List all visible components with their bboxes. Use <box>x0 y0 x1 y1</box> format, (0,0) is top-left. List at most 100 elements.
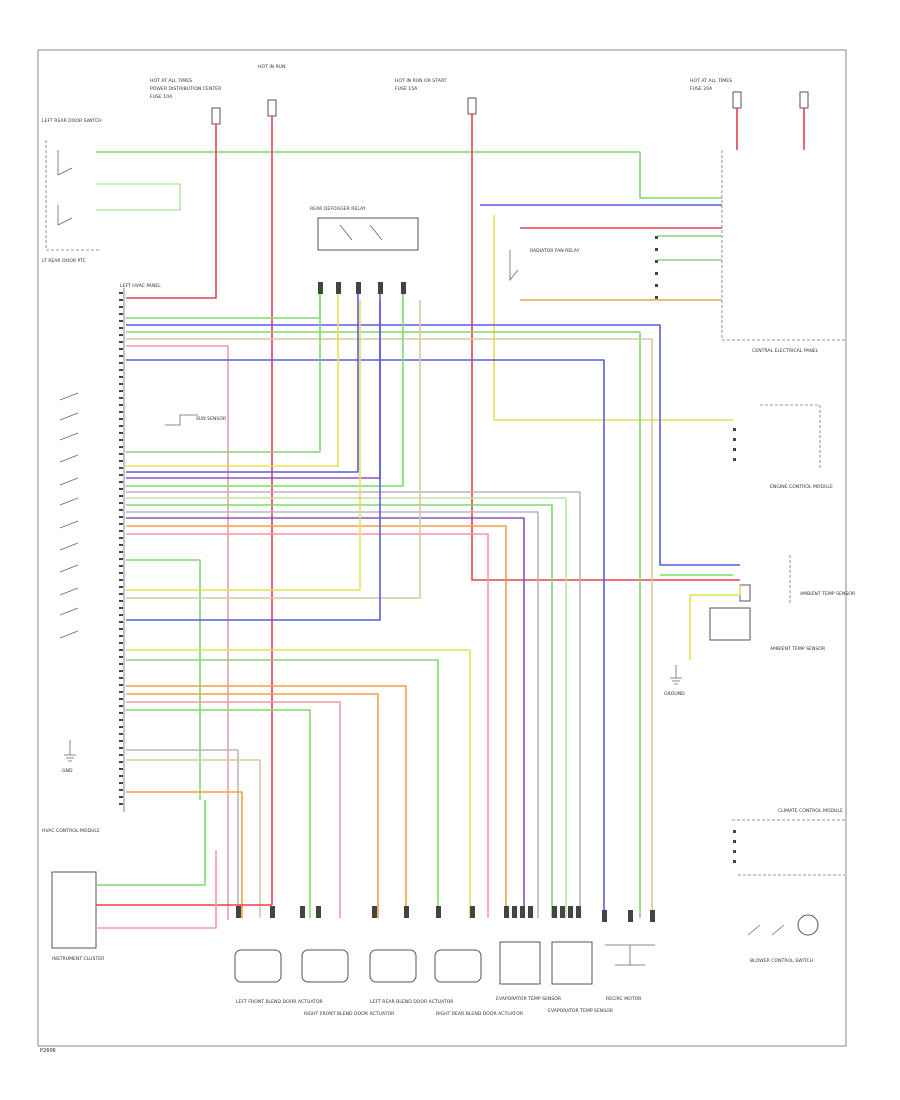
wire-door-switch-green <box>96 151 722 199</box>
connector-plug <box>512 906 517 918</box>
label-hot-at-all-times-1: HOT AT ALL TIMES <box>150 78 192 84</box>
hvac-pin <box>119 775 123 777</box>
label-lt-rear-door-ptc: LT REAR DOOR PTC <box>42 258 86 264</box>
power-source-2: HOT IN RUN <box>258 64 286 117</box>
hvac-pin <box>119 635 123 637</box>
wire-ambient-yellow <box>689 585 741 660</box>
label-lr-blend-door: LEFT REAR BLEND DOOR ACTUATOR <box>370 999 454 1005</box>
hvac-pin <box>119 474 123 476</box>
wire-fuse1-red <box>126 124 217 299</box>
connector-plug <box>401 282 406 294</box>
connector-plug <box>372 906 377 918</box>
power-source-4: HOT AT ALL TIMES FUSE 20A <box>690 78 809 109</box>
ambient-sensor-connector <box>739 584 751 602</box>
hvac-pin <box>119 558 123 560</box>
climate-control-module: CLIMATE CONTROL MODULE <box>732 808 845 863</box>
hvac-pin <box>119 292 123 294</box>
hvac-module-pins <box>119 292 123 805</box>
label-left-rear-door-switch: LEFT REAR DOOR SWITCH <box>42 118 102 124</box>
label-rf-blend-door: RIGHT FRONT BLEND DOOR ACTUATOR <box>304 1011 395 1017</box>
radiator-fan-relay: RADIATOR FAN RELAY <box>509 248 580 282</box>
wire-green-4 <box>126 709 311 918</box>
hvac-pin <box>119 355 123 357</box>
hvac-pin <box>119 565 123 567</box>
evap-sensor-2-body <box>551 941 593 985</box>
wire-relay-yellow <box>126 290 339 467</box>
wire-cluster-pink <box>96 850 217 929</box>
rf-blend-door-body <box>301 949 349 983</box>
label-lf-blend-door: LEFT FRONT BLEND DOOR ACTUATOR <box>236 999 324 1005</box>
hvac-pin <box>119 306 123 308</box>
hvac-pin <box>119 754 123 756</box>
power-source-3: HOT IN RUN OR START FUSE 15A <box>395 78 477 115</box>
connector-plug <box>300 906 305 918</box>
connector-plug <box>236 906 241 918</box>
hvac-pin <box>119 782 123 784</box>
wire-orange-1 <box>126 525 507 918</box>
hvac-pin <box>119 705 123 707</box>
hvac-pin <box>119 334 123 336</box>
fuse-box-5 <box>799 91 809 109</box>
fuse-box-2 <box>267 99 277 117</box>
wire-tan-2 <box>126 300 421 599</box>
wire-yellow-2 <box>126 300 361 591</box>
diagram-frame <box>37 49 847 1047</box>
hvac-pin <box>119 530 123 532</box>
hvac-pin <box>119 460 123 462</box>
label-hvac-module: HVAC CONTROL MODULE <box>42 828 100 834</box>
label-engine-control-module: ENGINE CONTROL MODULE <box>770 484 833 490</box>
label-sun-sensor: SUN SENSOR <box>196 416 227 422</box>
recirc-motor: RECIRC MOTOR <box>605 944 655 1002</box>
ambient-sensor-body <box>709 607 751 641</box>
hvac-pin <box>119 425 123 427</box>
ground-right: GROUND <box>664 665 685 697</box>
hvac-pin <box>119 677 123 679</box>
connector-plug <box>628 910 633 922</box>
connector-plug <box>470 906 475 918</box>
connector-plug <box>336 282 341 294</box>
hvac-pin <box>119 320 123 322</box>
wire-tan-5 <box>126 759 261 918</box>
blower-control-switch: BLOWER CONTROL SWITCH <box>738 874 845 964</box>
wire-orange-3 <box>126 685 407 918</box>
hvac-pin <box>119 523 123 525</box>
cep-pins <box>655 236 658 299</box>
wire-orange-5 <box>126 791 243 918</box>
wire-pink-1 <box>126 533 489 918</box>
hvac-pin <box>119 376 123 378</box>
hvac-pin <box>119 579 123 581</box>
hvac-pin <box>119 397 123 399</box>
hvac-pin <box>119 733 123 735</box>
evap-sensors: EVAPORATOR TEMP SENSOR EVAPORATOR TEMP S… <box>496 941 614 1014</box>
hvac-pin <box>119 684 123 686</box>
hvac-pin <box>119 369 123 371</box>
connector-plug <box>528 906 533 918</box>
wire-cluster-green <box>96 800 206 886</box>
label-ground: GROUND <box>664 691 685 697</box>
hvac-pin <box>119 663 123 665</box>
hvac-pin <box>119 747 123 749</box>
hvac-pin <box>119 586 123 588</box>
power-source-1: HOT AT ALL TIMES POWER DISTRIBUTION CENT… <box>150 78 222 125</box>
wire-orange-4 <box>126 693 379 918</box>
connector-plug <box>404 906 409 918</box>
rr-blend-door-body <box>434 949 482 983</box>
hvac-pin <box>119 516 123 518</box>
hvac-pin <box>119 544 123 546</box>
connector-plug <box>504 906 509 918</box>
connector-plug <box>552 906 557 918</box>
hvac-pin <box>119 614 123 616</box>
hvac-pin <box>119 453 123 455</box>
connector-plug <box>602 910 607 922</box>
label-gnd-left: GND <box>62 768 73 774</box>
wire-relay-green <box>126 290 321 319</box>
hvac-pin <box>119 418 123 420</box>
hvac-pin <box>119 439 123 441</box>
hvac-pin <box>119 404 123 406</box>
hvac-pin <box>119 719 123 721</box>
hvac-pin <box>119 551 123 553</box>
hvac-pin <box>119 446 123 448</box>
wire-pink-3 <box>126 701 341 918</box>
label-power-distribution-center: POWER DISTRIBUTION CENTER <box>150 86 222 92</box>
label-climate-control-module: CLIMATE CONTROL MODULE <box>778 808 843 814</box>
